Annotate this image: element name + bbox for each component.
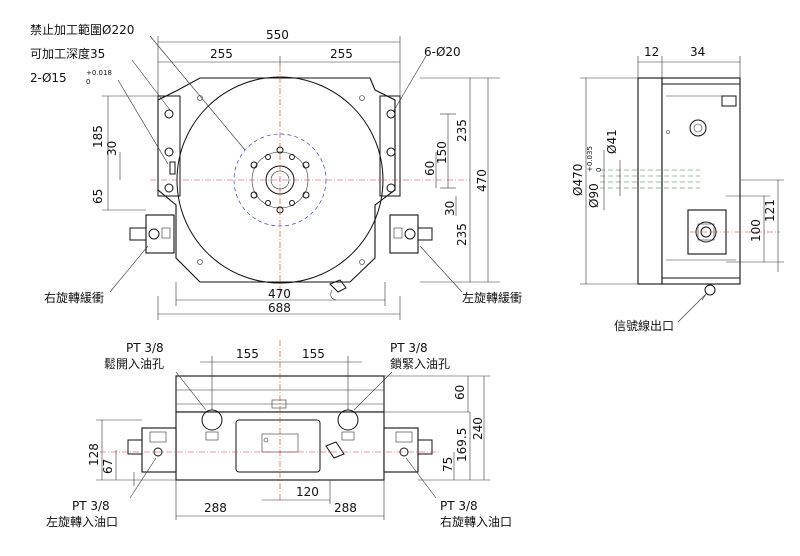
callout-holes-tol-lower: 0 [86,78,90,86]
callout-machining-range: 禁止加工範圍Ø220 [30,22,134,37]
dim-235-bottom: 235 [455,223,469,246]
dim-34: 34 [690,45,705,59]
dim-phi41: Ø41 [605,129,619,154]
label-left-rot-inlet: 左旋轉入油口 [46,514,118,529]
label-left-cushion: 左旋轉緩衝 [462,290,522,305]
dim-288-left: 288 [204,501,227,515]
label-pt-bottom-left: PT 3/8 [72,499,110,513]
dim-288-right: 288 [334,501,357,515]
dim-overall-top: 550 [266,28,289,42]
right-mount-plate [379,95,401,197]
top-signal-connector [329,279,347,301]
dim-phi90-tol-lower: 0 [595,168,603,172]
label-right-cushion: 右旋轉緩衝 [44,290,104,305]
dim-phi90-tol-upper: +0.035 [586,146,594,172]
dim-phi90: Ø90 [587,183,601,208]
top-view: 禁止加工範圍Ø220 可加工深度35 2-Ø15 +0.018 0 6-Ø20 … [30,22,522,320]
dim-470-right: 470 [475,169,489,192]
dim-60: 60 [423,161,437,176]
dim-30-left: 30 [105,141,119,156]
label-right-rot-inlet: 右旋轉入油口 [440,514,512,529]
front-left-cushion [127,427,177,486]
nameplate [235,419,321,473]
label-release-inlet: 鬆開入油孔 [104,356,164,371]
dim-688: 688 [268,301,291,315]
front-main-body [175,411,385,481]
dim-phi470: Ø470 [571,164,585,196]
dim-240: 240 [471,417,485,440]
dim-120: 120 [296,485,319,499]
dim-30-right: 30 [443,201,457,216]
label-pt-bottom-right: PT 3/8 [440,499,478,513]
right-cushion [389,214,433,254]
dim-65: 65 [91,189,105,204]
side-table-plate [637,77,663,285]
dim-left-half: 255 [210,47,233,61]
dim-235-top: 235 [455,119,469,142]
dim-470-bottom: 470 [268,287,291,301]
dim-75: 75 [441,457,455,472]
callout-holes-tol-upper: +0.018 [86,69,112,77]
dim-155-right: 155 [302,347,325,361]
dim-128: 128 [87,443,101,466]
left-mount-plate [157,95,181,197]
dim-121: 121 [763,199,777,222]
mount-holes-20 [164,109,396,193]
side-plug [689,119,707,137]
dim-150: 150 [435,141,449,164]
dim-12: 12 [644,45,659,59]
side-view: 12 34 Ø470 Ø90 +0.035 0 Ø41 121 100 信號線出… [571,45,784,333]
dim-right-half: 255 [330,47,353,61]
left-cushion [129,214,175,254]
dim-60: 60 [453,385,467,400]
callout-mount-holes: 6-Ø20 [424,45,461,59]
callout-depth: 可加工深度35 [30,46,105,61]
label-pt-top-left: PT 3/8 [126,341,164,355]
signal-outlet [701,284,716,301]
label-signal-outlet: 信號線出口 [614,318,674,333]
label-pt-top-right: PT 3/8 [390,341,428,355]
label-lock-inlet: 鎖緊入油孔 [390,356,450,371]
dim-67: 67 [101,459,115,474]
front-right-cushion [383,427,433,473]
front-view: PT 3/8 鬆開入油孔 PT 3/8 鎖緊入油孔 155 155 60 240… [46,340,512,529]
dim-155-left: 155 [236,347,259,361]
dim-169-5: 169.5 [455,428,469,462]
callout-holes: 2-Ø15 [30,71,67,85]
dim-185: 185 [91,125,105,148]
dim-100: 100 [749,219,763,242]
